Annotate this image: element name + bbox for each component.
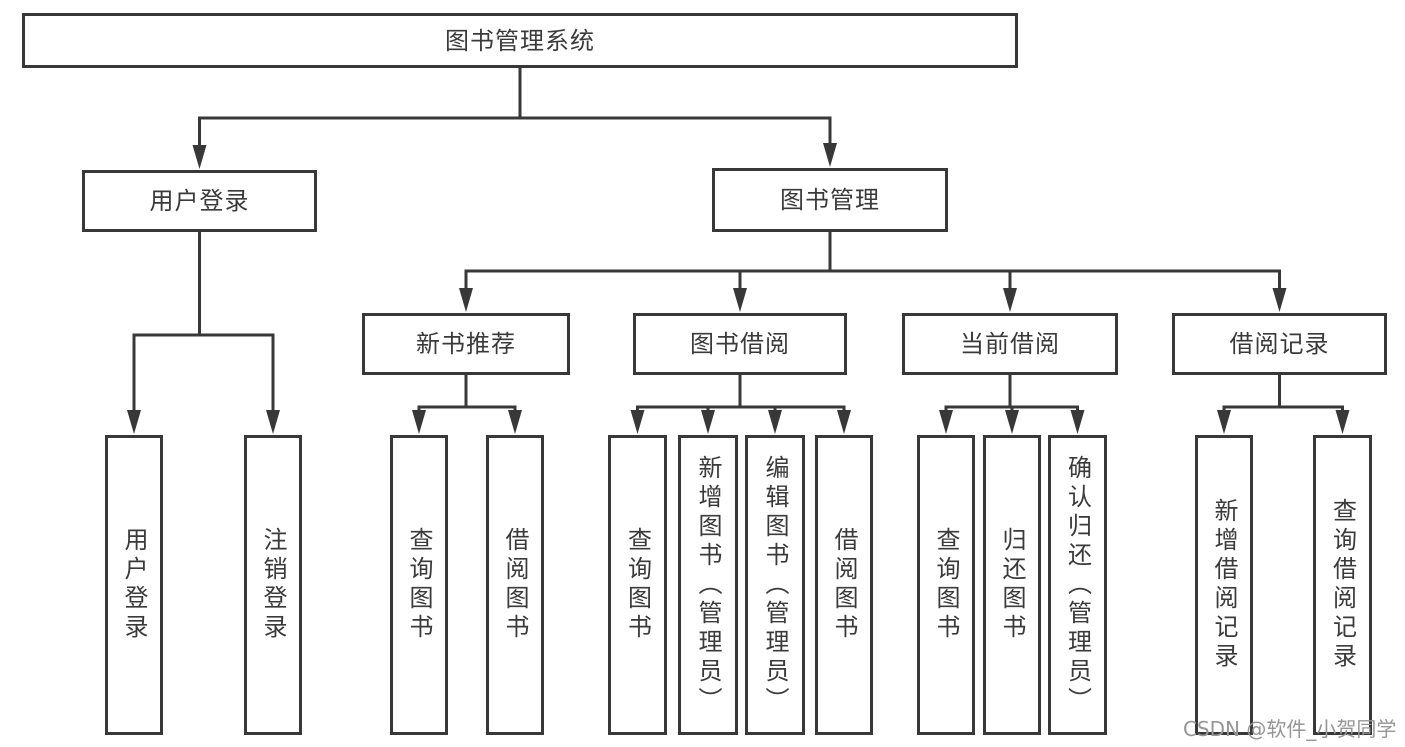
node-label-leaf-edit-book: 编辑图书（管理员）: [761, 454, 789, 716]
node-leaf-add-book: 新增图书（管理员）: [678, 435, 738, 735]
node-leaf-confirm-return: 确认归还（管理员）: [1048, 435, 1107, 735]
node-label-leaf-borrow-book-1: 借阅图书: [501, 527, 529, 643]
arrowhead-icon: [266, 410, 280, 434]
arrowhead-icon: [127, 410, 141, 434]
arrowhead-icon: [412, 410, 426, 434]
node-label-leaf-query-book-3: 查询图书: [932, 527, 960, 643]
node-label-leaf-query-book-1: 查询图书: [405, 527, 433, 643]
node-label-root: 图书管理系统: [445, 26, 595, 55]
arrowhead-icon: [508, 410, 522, 434]
node-root: 图书管理系统: [22, 13, 1018, 68]
node-user-login: 用户登录: [82, 170, 317, 232]
node-leaf-query-book-1: 查询图书: [390, 435, 448, 735]
node-label-book-borrowing: 图书借阅: [690, 330, 790, 358]
node-leaf-add-borrow-rec: 新增借阅记录: [1195, 435, 1253, 735]
node-leaf-logout: 注销登录: [244, 435, 302, 735]
node-label-book-management: 图书管理: [780, 186, 880, 214]
arrowhead-icon: [1070, 410, 1085, 434]
node-leaf-borrow-book-2: 借阅图书: [815, 435, 873, 735]
node-label-leaf-add-book: 新增图书（管理员）: [694, 454, 722, 716]
arrowhead-icon: [939, 410, 953, 434]
arrowhead-icon: [1217, 410, 1231, 434]
node-leaf-edit-book: 编辑图书（管理员）: [745, 435, 805, 735]
node-leaf-query-borrow-rec: 查询借阅记录: [1313, 435, 1372, 735]
node-label-new-book-recommend: 新书推荐: [416, 330, 516, 358]
node-leaf-query-book-3: 查询图书: [917, 435, 975, 735]
csdn-watermark: CSDN @软件_小贺同学: [1183, 717, 1397, 741]
arrowhead-icon: [733, 288, 747, 312]
node-label-current-borrowing: 当前借阅: [960, 330, 1060, 358]
arrowhead-icon: [1272, 288, 1287, 312]
node-label-leaf-add-borrow-rec: 新增借阅记录: [1210, 498, 1238, 672]
node-book-management: 图书管理: [712, 168, 948, 232]
arrowhead-icon: [768, 410, 782, 434]
arrowhead-icon: [1005, 410, 1019, 434]
node-label-leaf-user-login: 用户登录: [120, 527, 148, 643]
node-current-borrowing: 当前借阅: [902, 313, 1118, 375]
node-label-borrowing-records: 借阅记录: [1229, 330, 1330, 358]
arrowhead-icon: [459, 288, 473, 312]
arrowhead-icon: [823, 143, 837, 167]
node-borrowing-records: 借阅记录: [1172, 313, 1387, 375]
node-leaf-return-book: 归还图书: [983, 435, 1041, 735]
node-label-leaf-query-book-2: 查询图书: [623, 527, 652, 643]
node-label-leaf-query-borrow-rec: 查询借阅记录: [1328, 498, 1357, 672]
node-leaf-query-book-2: 查询图书: [608, 435, 667, 735]
arrowhead-icon: [630, 410, 645, 434]
arrowhead-icon: [1335, 410, 1350, 434]
node-label-leaf-logout: 注销登录: [259, 527, 287, 643]
node-book-borrowing: 图书借阅: [633, 313, 847, 375]
arrowhead-icon: [1003, 288, 1017, 312]
node-label-leaf-return-book: 归还图书: [998, 527, 1026, 643]
node-leaf-user-login: 用户登录: [105, 435, 163, 735]
node-label-leaf-borrow-book-2: 借阅图书: [830, 527, 858, 643]
arrowhead-icon: [192, 145, 207, 169]
node-new-book-recommend: 新书推荐: [362, 313, 570, 375]
node-label-user-login: 用户登录: [149, 187, 250, 215]
node-label-leaf-confirm-return: 确认归还（管理员）: [1063, 454, 1092, 716]
node-leaf-borrow-book-1: 借阅图书: [486, 435, 544, 735]
arrowhead-icon: [701, 410, 715, 434]
arrowhead-icon: [837, 410, 851, 434]
